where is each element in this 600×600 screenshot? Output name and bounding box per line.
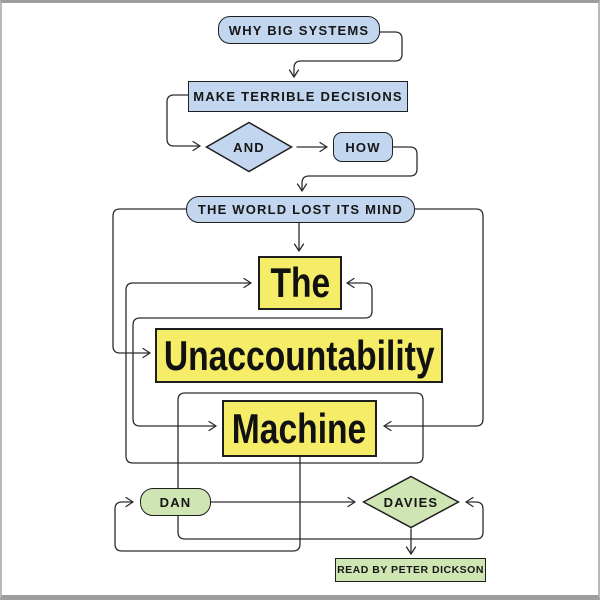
- node-label: AND: [233, 139, 265, 155]
- arrowhead-icon: [346, 277, 355, 289]
- arrowhead-icon: [319, 141, 328, 153]
- node-label: DAN: [159, 494, 192, 510]
- node-narrator: READ BY PETER DICKSON: [335, 558, 486, 582]
- node-label: DAVIES: [383, 494, 439, 510]
- connector-line: [125, 282, 424, 489]
- arrowhead-icon: [208, 420, 217, 432]
- connector-line: [132, 282, 373, 427]
- arrowhead-icon: [405, 546, 417, 555]
- node-how: HOW: [333, 132, 393, 162]
- node-title-the: The: [258, 256, 342, 310]
- node-title-unaccountability: Unaccountability: [155, 328, 443, 383]
- arrowhead-icon: [125, 496, 134, 508]
- node-label: THE WORLD LOST ITS MIND: [197, 202, 404, 217]
- node-author-dan: DAN: [140, 488, 211, 516]
- arrowhead-icon: [142, 347, 151, 359]
- node-label: READ BY PETER DICKSON: [337, 564, 484, 576]
- node-make-terrible-decisions: MAKE TERRIBLE DECISIONS: [188, 81, 408, 112]
- arrowhead-icon: [383, 420, 392, 432]
- connector-line: [112, 208, 187, 354]
- arrowhead-icon: [296, 183, 308, 192]
- connector-line: [177, 501, 484, 540]
- arrowhead-icon: [243, 277, 252, 289]
- title-text: Machine: [232, 404, 367, 452]
- node-label: MAKE TERRIBLE DECISIONS: [193, 89, 403, 104]
- node-label: HOW: [345, 139, 381, 155]
- connector-line: [383, 208, 484, 427]
- node-author-davies: DAVIES: [362, 475, 460, 529]
- arrowhead-icon: [347, 496, 356, 508]
- arrowhead-icon: [293, 243, 305, 252]
- diamond-shape: [205, 121, 293, 173]
- node-and: AND: [205, 121, 293, 173]
- arrowhead-icon: [192, 140, 201, 152]
- connector-line: [114, 456, 301, 552]
- connector-line: [166, 94, 201, 147]
- title-text: Unaccountability: [163, 331, 435, 379]
- arrowhead-icon: [465, 496, 474, 508]
- node-label: WHY BIG SYSTEMS: [228, 22, 370, 38]
- connector-line: [301, 146, 418, 192]
- title-text: The: [270, 259, 330, 306]
- node-the-world-lost-its-mind: THE WORLD LOST ITS MIND: [186, 196, 415, 223]
- connector-line: [293, 31, 403, 78]
- node-title-machine: Machine: [222, 400, 377, 457]
- node-why-big-systems: WHY BIG SYSTEMS: [218, 16, 380, 44]
- arrowhead-icon: [288, 69, 300, 78]
- diamond-shape: [362, 475, 460, 529]
